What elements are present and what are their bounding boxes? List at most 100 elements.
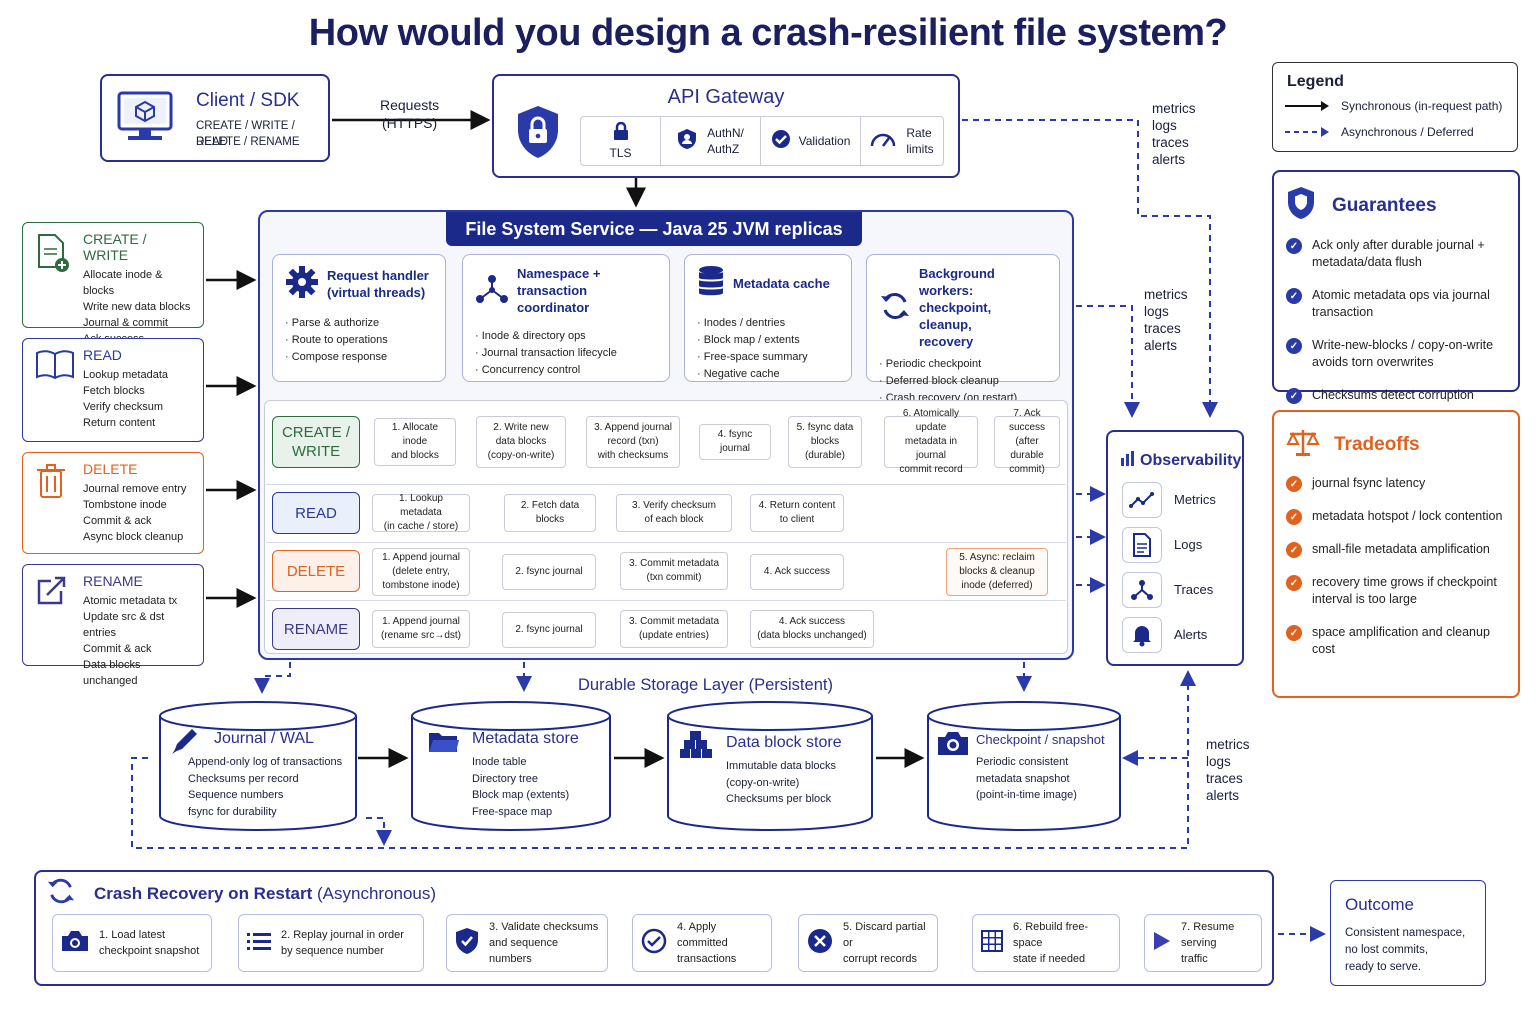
tradeoff-item: ✓recovery time grows if checkpoint inter… (1286, 574, 1506, 608)
bar-chart-icon (1120, 450, 1136, 471)
file-add-icon (35, 233, 71, 278)
document-icon (1122, 527, 1162, 563)
pen-icon (170, 726, 200, 761)
page-title: How would you design a crash-resilient f… (308, 12, 1228, 54)
tradeoff-item: ✓space amplification and cleanup cost (1286, 624, 1506, 658)
client-ops-line2: DELETE / RENAME (196, 136, 300, 148)
gateway-shield-icon (514, 104, 562, 165)
trash-icon (35, 463, 67, 504)
list-icon (247, 932, 271, 955)
requests-label: Requests(HTTPS) (380, 97, 440, 131)
tradeoff-item: ✓journal fsync latency (1286, 475, 1506, 492)
check-icon: ✓ (1286, 338, 1302, 354)
guarantee-item: ✓Ack only after durable journal + metada… (1286, 237, 1506, 271)
camera-icon (936, 730, 970, 761)
guarantees-title: Guarantees (1332, 194, 1437, 216)
rename-step-2: 2. fsync journal (502, 612, 596, 648)
user-shield-icon (677, 128, 697, 155)
metadata-cache-card: Metadata cache Inodes / dentriesBlock ma… (684, 254, 852, 382)
left-op-name: READ (83, 347, 122, 363)
obs-traces: Traces (1122, 572, 1213, 608)
check-icon: ✓ (1286, 575, 1302, 591)
flow-label-delete: DELETE (272, 550, 360, 592)
guarantee-item: ✓Checksums detect corruption (1286, 387, 1506, 404)
database-icon (697, 265, 725, 301)
client-title: Client / SDK (196, 90, 300, 111)
create-step-4: 4. fsync journal (699, 424, 771, 460)
journal-wal-cylinder: Journal / WAL Append-only log of transac… (158, 700, 358, 832)
refresh-icon (46, 876, 76, 911)
play-icon (1153, 931, 1171, 956)
outcome-title: Outcome (1345, 895, 1414, 914)
obs-metrics: Metrics (1122, 482, 1216, 518)
crash-recovery-title: Crash Recovery on Restart (Asynchronous) (46, 876, 436, 911)
legend-async-label: Asynchronous / Deferred (1341, 125, 1474, 139)
tradeoffs-box: Tradeoffs ✓journal fsync latency ✓metada… (1272, 410, 1520, 698)
read-step-1: 1. Lookup metadata(in cache / store) (372, 493, 470, 532)
x-circle-icon (807, 928, 833, 959)
rename-arrow-icon (35, 575, 69, 612)
guarantee-item: ✓Write-new-blocks / copy-on-write avoids… (1286, 337, 1506, 371)
rename-step-4: 4. Ack success(data blocks unchanged) (750, 610, 874, 648)
tradeoff-item: ✓small-file metadata amplification (1286, 541, 1506, 558)
check-circle-icon (771, 129, 791, 154)
flow-label-read: READ (272, 492, 360, 534)
rename-step-1: 1. Append journal(rename src→dst) (372, 610, 470, 648)
shield-icon (1286, 186, 1316, 225)
guarantees-box: Guarantees ✓Ack only after durable journ… (1272, 170, 1520, 404)
left-op-name: RENAME (83, 573, 143, 589)
check-icon: ✓ (1286, 238, 1302, 254)
lane-divider (266, 600, 1066, 601)
gear-icon (285, 265, 319, 303)
tradeoffs-title: Tradeoffs (1334, 433, 1420, 455)
line-chart-icon (1122, 482, 1162, 518)
request-handler-card: Request handler(virtual threads) Parse &… (272, 254, 446, 382)
network-nodes-icon (475, 273, 509, 309)
validation-feature: Validation (761, 117, 861, 165)
trace-graph-icon (1122, 572, 1162, 608)
api-gateway-box: API Gateway TLS AuthN/AuthZ Validation R… (492, 74, 960, 178)
legend-box: Legend Synchronous (in-request path) Asy… (1272, 62, 1518, 152)
storage-title: Durable Storage Layer (Persistent) (578, 676, 833, 694)
background-workers-card: Background workers:checkpoint, cleanup,r… (866, 254, 1060, 404)
legend-title: Legend (1287, 73, 1344, 90)
delete-step-4: 4. Ack success (750, 554, 844, 590)
delete-step-2: 2. fsync journal (502, 554, 596, 590)
check-icon: ✓ (1286, 509, 1302, 525)
guarantee-item: ✓Atomic metadata ops via journal transac… (1286, 287, 1506, 321)
outcome-box: Outcome Consistent namespace,no lost com… (1330, 880, 1486, 986)
lane-divider (266, 484, 1066, 485)
camera-icon (61, 930, 89, 957)
checkpoint-snapshot-cylinder: Checkpoint / snapshot Periodic consisten… (926, 700, 1122, 832)
delete-step-1: 1. Append journal(delete entry,tombstone… (372, 548, 470, 596)
legend-sync-label: Synchronous (in-request path) (1341, 99, 1503, 113)
observability-title: Observability (1120, 450, 1241, 471)
check-icon: ✓ (1286, 542, 1302, 558)
monitor-icon (116, 90, 174, 149)
flow-label-create-write: CREATE /WRITE (272, 416, 360, 468)
left-op-name: DELETE (83, 461, 138, 477)
